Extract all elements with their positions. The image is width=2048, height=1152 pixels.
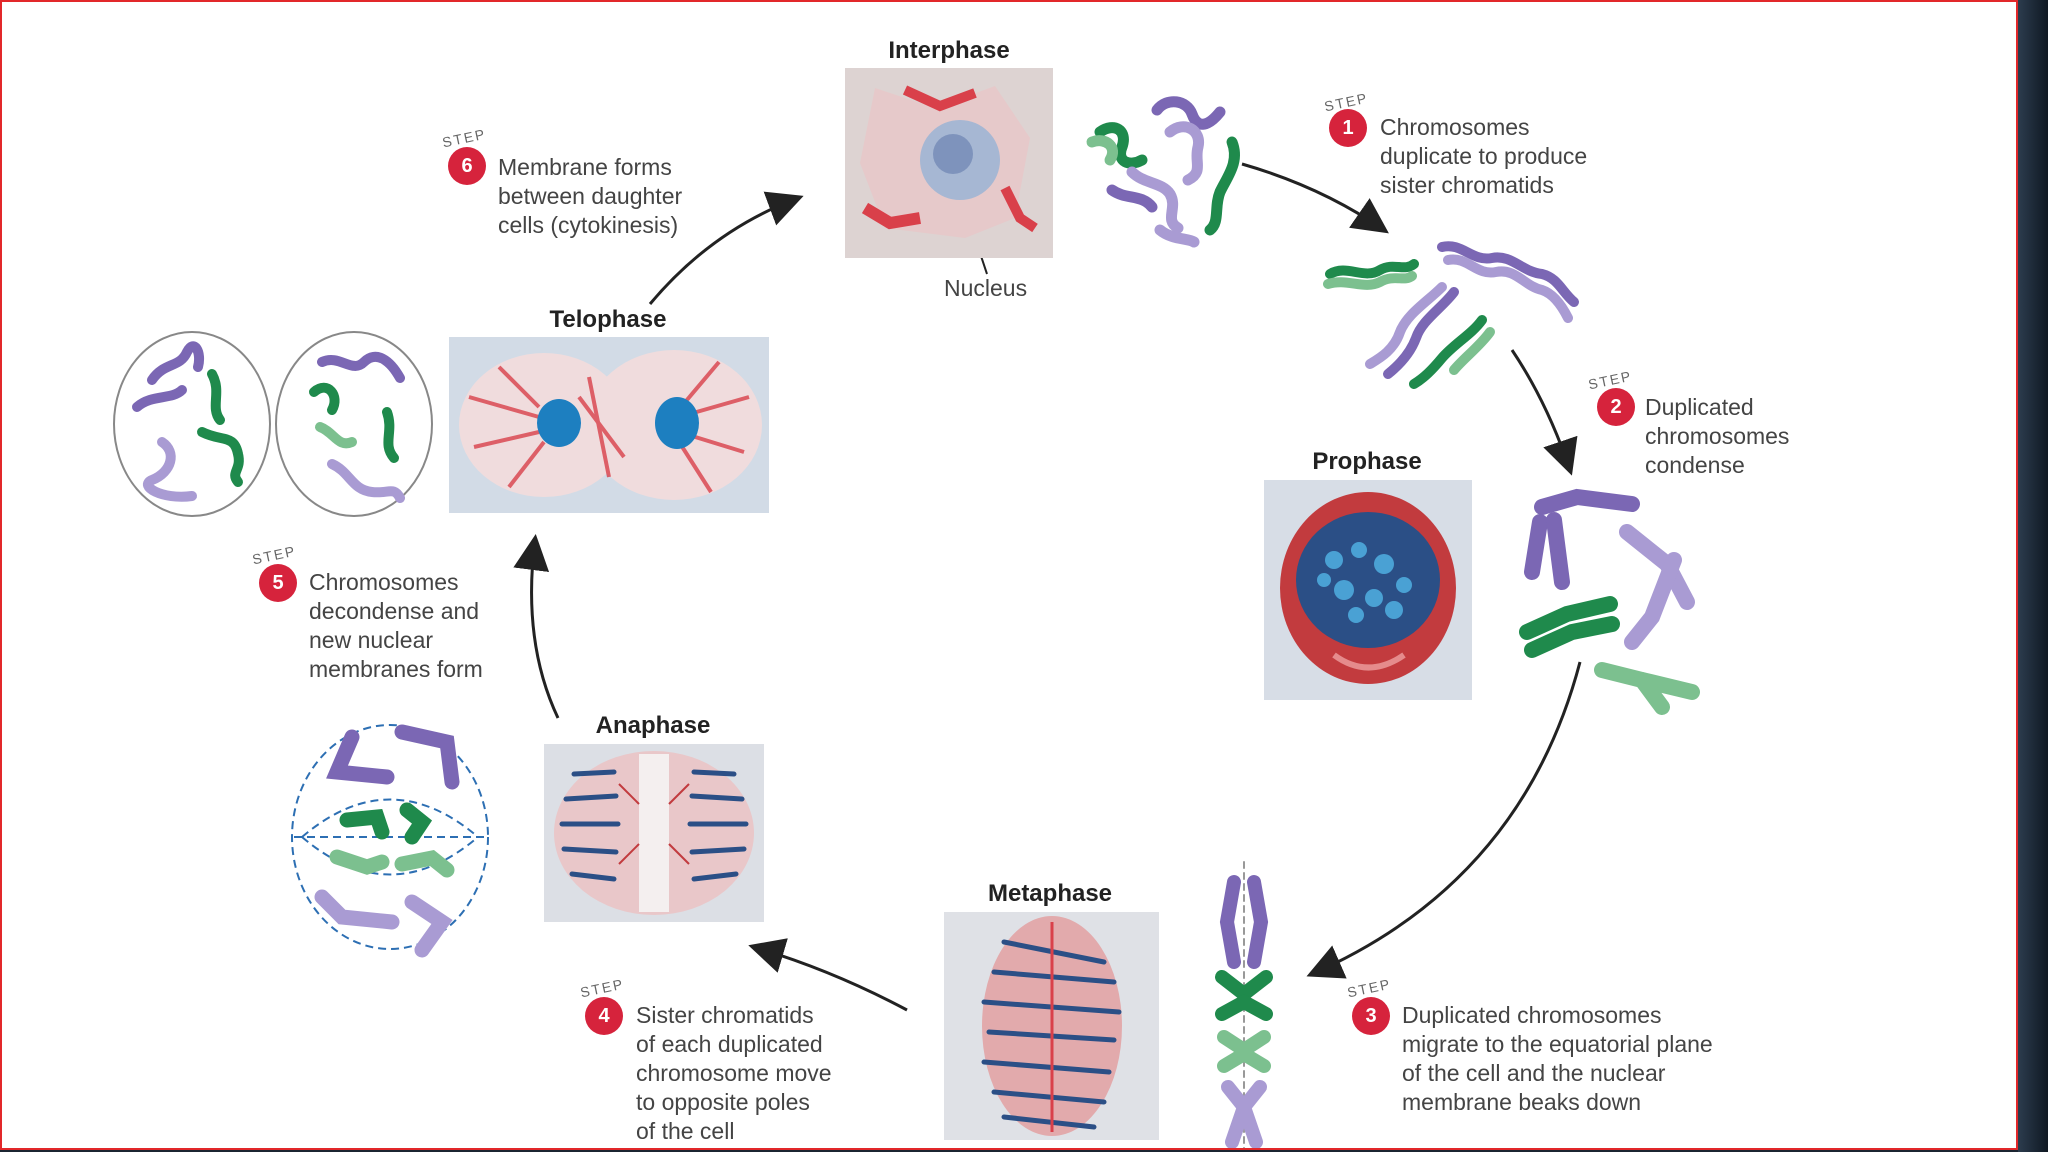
interphase-chromosomes	[1086, 96, 1240, 248]
phase-title-metaphase: Metaphase	[987, 880, 1113, 907]
step-3-badge: 3	[1352, 997, 1390, 1035]
step-6-text: Membrane forms between daughter cells (c…	[498, 154, 683, 238]
step-4-text: Sister chromatids of each duplicated chr…	[636, 1002, 832, 1144]
nucleus-label: Nucleus	[944, 275, 1028, 301]
metaphase-micrograph	[944, 912, 1159, 1140]
phase-title-interphase: Interphase	[888, 37, 1010, 64]
step-5-badge: 5	[259, 564, 297, 602]
step-2-badge: 2	[1597, 388, 1635, 426]
arrow-step5	[513, 534, 560, 719]
telophase-micrograph	[449, 337, 769, 513]
prophase-micrograph	[1264, 480, 1472, 700]
arrow-step3	[1306, 661, 1582, 979]
telophase-daughter-cells	[113, 331, 433, 517]
step-6-badge: 6	[448, 147, 486, 185]
step-4-badge: 4	[585, 997, 623, 1035]
phase-title-prophase: Prophase	[1312, 448, 1422, 475]
duplicated-chromosomes	[1323, 241, 1579, 389]
interphase-micrograph	[845, 68, 1053, 258]
anaphase-micrograph	[544, 744, 764, 922]
phase-title-anaphase: Anaphase	[595, 712, 711, 739]
anaphase-drawing	[291, 724, 489, 958]
arrow-step6	[648, 191, 804, 305]
step-1-badge: 1	[1329, 109, 1367, 147]
right-edge-background	[2018, 0, 2048, 1152]
prophase-chromosomes	[1519, 488, 1700, 715]
step-5-text: Chromosomes decondense and new nuclear m…	[309, 569, 483, 682]
step-2-text: Duplicated chromosomes condense	[1645, 394, 1790, 478]
arrow-step4	[748, 938, 908, 1012]
metaphase-chromosomes	[1215, 861, 1273, 1148]
step-1-text: Chromosomes duplicate to produce sister …	[1380, 114, 1588, 198]
arrow-step1	[1241, 162, 1389, 234]
phase-title-telophase: Telophase	[549, 306, 667, 333]
arrow-step2	[1510, 349, 1578, 476]
step-3-text: Duplicated chromosomes migrate to the eq…	[1402, 1002, 1713, 1115]
